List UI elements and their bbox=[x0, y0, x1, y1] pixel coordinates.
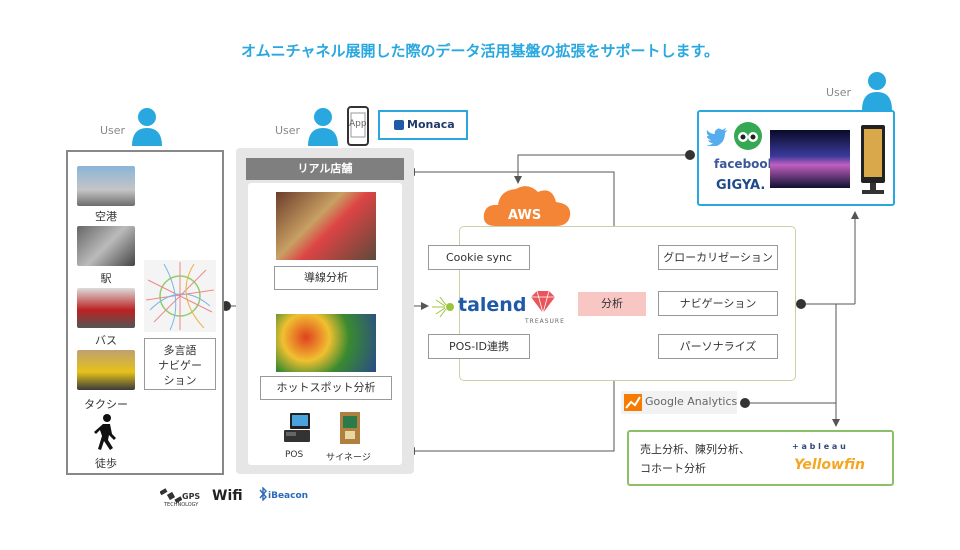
flow-analysis-image bbox=[276, 192, 376, 260]
station-image bbox=[77, 226, 135, 266]
talend-label: talend bbox=[458, 294, 527, 316]
treasure-data-icon bbox=[531, 290, 555, 314]
monaca-icon bbox=[394, 120, 404, 130]
store-header: リアル店舗 bbox=[246, 158, 404, 180]
personalize-box: パーソナライズ bbox=[658, 334, 778, 359]
node-social bbox=[685, 150, 695, 160]
cookie-sync-box: Cookie sync bbox=[428, 245, 530, 270]
talend-logo-icon bbox=[432, 297, 454, 317]
nav-box-label: 多言語 ナビゲー ション bbox=[158, 344, 202, 387]
node-aws-right bbox=[796, 299, 806, 309]
tableau-label: + a b l e a u bbox=[792, 442, 846, 451]
walk-label: 徒歩 bbox=[95, 457, 117, 470]
gps-label: GPS bbox=[182, 492, 201, 501]
analytics-chart-icon bbox=[624, 394, 642, 411]
signage-icon bbox=[340, 412, 360, 444]
bluetooth-icon bbox=[259, 487, 267, 501]
taxi-image bbox=[77, 350, 135, 390]
aws-label: AWS bbox=[508, 208, 542, 223]
gps-sub-label: TECHNOLOGY bbox=[164, 502, 199, 508]
user-label-store: User bbox=[275, 124, 301, 137]
hotspot-analysis-label: ホットスポット分析 bbox=[260, 376, 392, 400]
aws-cloud-icon bbox=[483, 186, 571, 226]
navigation-box: ナビゲーション bbox=[658, 291, 778, 316]
bi-text-line2: コホート分析 bbox=[640, 462, 706, 475]
hotspot-image bbox=[276, 314, 376, 372]
user-icon bbox=[862, 72, 892, 110]
walk-icon bbox=[94, 414, 116, 450]
bi-text-line1: 売上分析、陳列分析、 bbox=[640, 443, 750, 456]
taxi-label: タクシー bbox=[84, 398, 128, 411]
pos-terminal-icon bbox=[284, 413, 310, 442]
route-map bbox=[144, 260, 216, 332]
bus-image bbox=[77, 288, 135, 328]
pos-id-box: POS-ID連携 bbox=[428, 334, 530, 359]
gigya-label: GIGYA. bbox=[716, 178, 766, 193]
user-icon bbox=[132, 108, 162, 146]
bus-label: バス bbox=[95, 334, 117, 347]
localization-box: グローカリゼーション bbox=[658, 245, 778, 270]
airport-image bbox=[77, 166, 135, 206]
user-label-left: User bbox=[100, 124, 126, 137]
facebook-label: facebook bbox=[714, 157, 776, 171]
google-analytics-badge: Google Analytics bbox=[621, 391, 737, 414]
smartphone-icon bbox=[347, 106, 369, 146]
twitter-bird-icon bbox=[706, 128, 727, 146]
bi-panel bbox=[627, 430, 894, 486]
treasure-label: TREASURE bbox=[525, 318, 565, 325]
ibeacon-label: iBeacon bbox=[268, 491, 309, 501]
tripadvisor-icon bbox=[734, 122, 762, 150]
google-analytics-label: Google Analytics bbox=[645, 395, 738, 408]
analysis-box: 分析 bbox=[578, 292, 646, 316]
multilingual-nav-box: 多言語 ナビゲー ション bbox=[144, 338, 216, 390]
monaca-label: Monaca bbox=[407, 118, 455, 131]
pos-label: POS bbox=[285, 450, 304, 460]
airport-label: 空港 bbox=[95, 210, 117, 223]
monaca-logo-box: Monaca bbox=[378, 110, 468, 140]
station-label: 駅 bbox=[100, 272, 112, 285]
yellowfin-label: Yellowfin bbox=[794, 457, 865, 473]
line-social-to-aws bbox=[514, 154, 690, 184]
user-icon bbox=[308, 108, 338, 146]
digital-signage-image bbox=[770, 130, 850, 188]
app-label: App bbox=[349, 119, 367, 129]
node-ga bbox=[740, 398, 750, 408]
wifi-label: Wifi bbox=[212, 488, 243, 504]
page-title: オムニチャネル展開した際のデータ活用基盤の拡張をサポートします。 bbox=[241, 42, 719, 60]
user-label-top-right: User bbox=[826, 86, 852, 99]
flow-analysis-label: 導線分析 bbox=[274, 266, 378, 290]
signage-label: サイネージ bbox=[326, 453, 371, 463]
kiosk-icon bbox=[861, 125, 885, 194]
satellite-icon bbox=[160, 488, 182, 504]
